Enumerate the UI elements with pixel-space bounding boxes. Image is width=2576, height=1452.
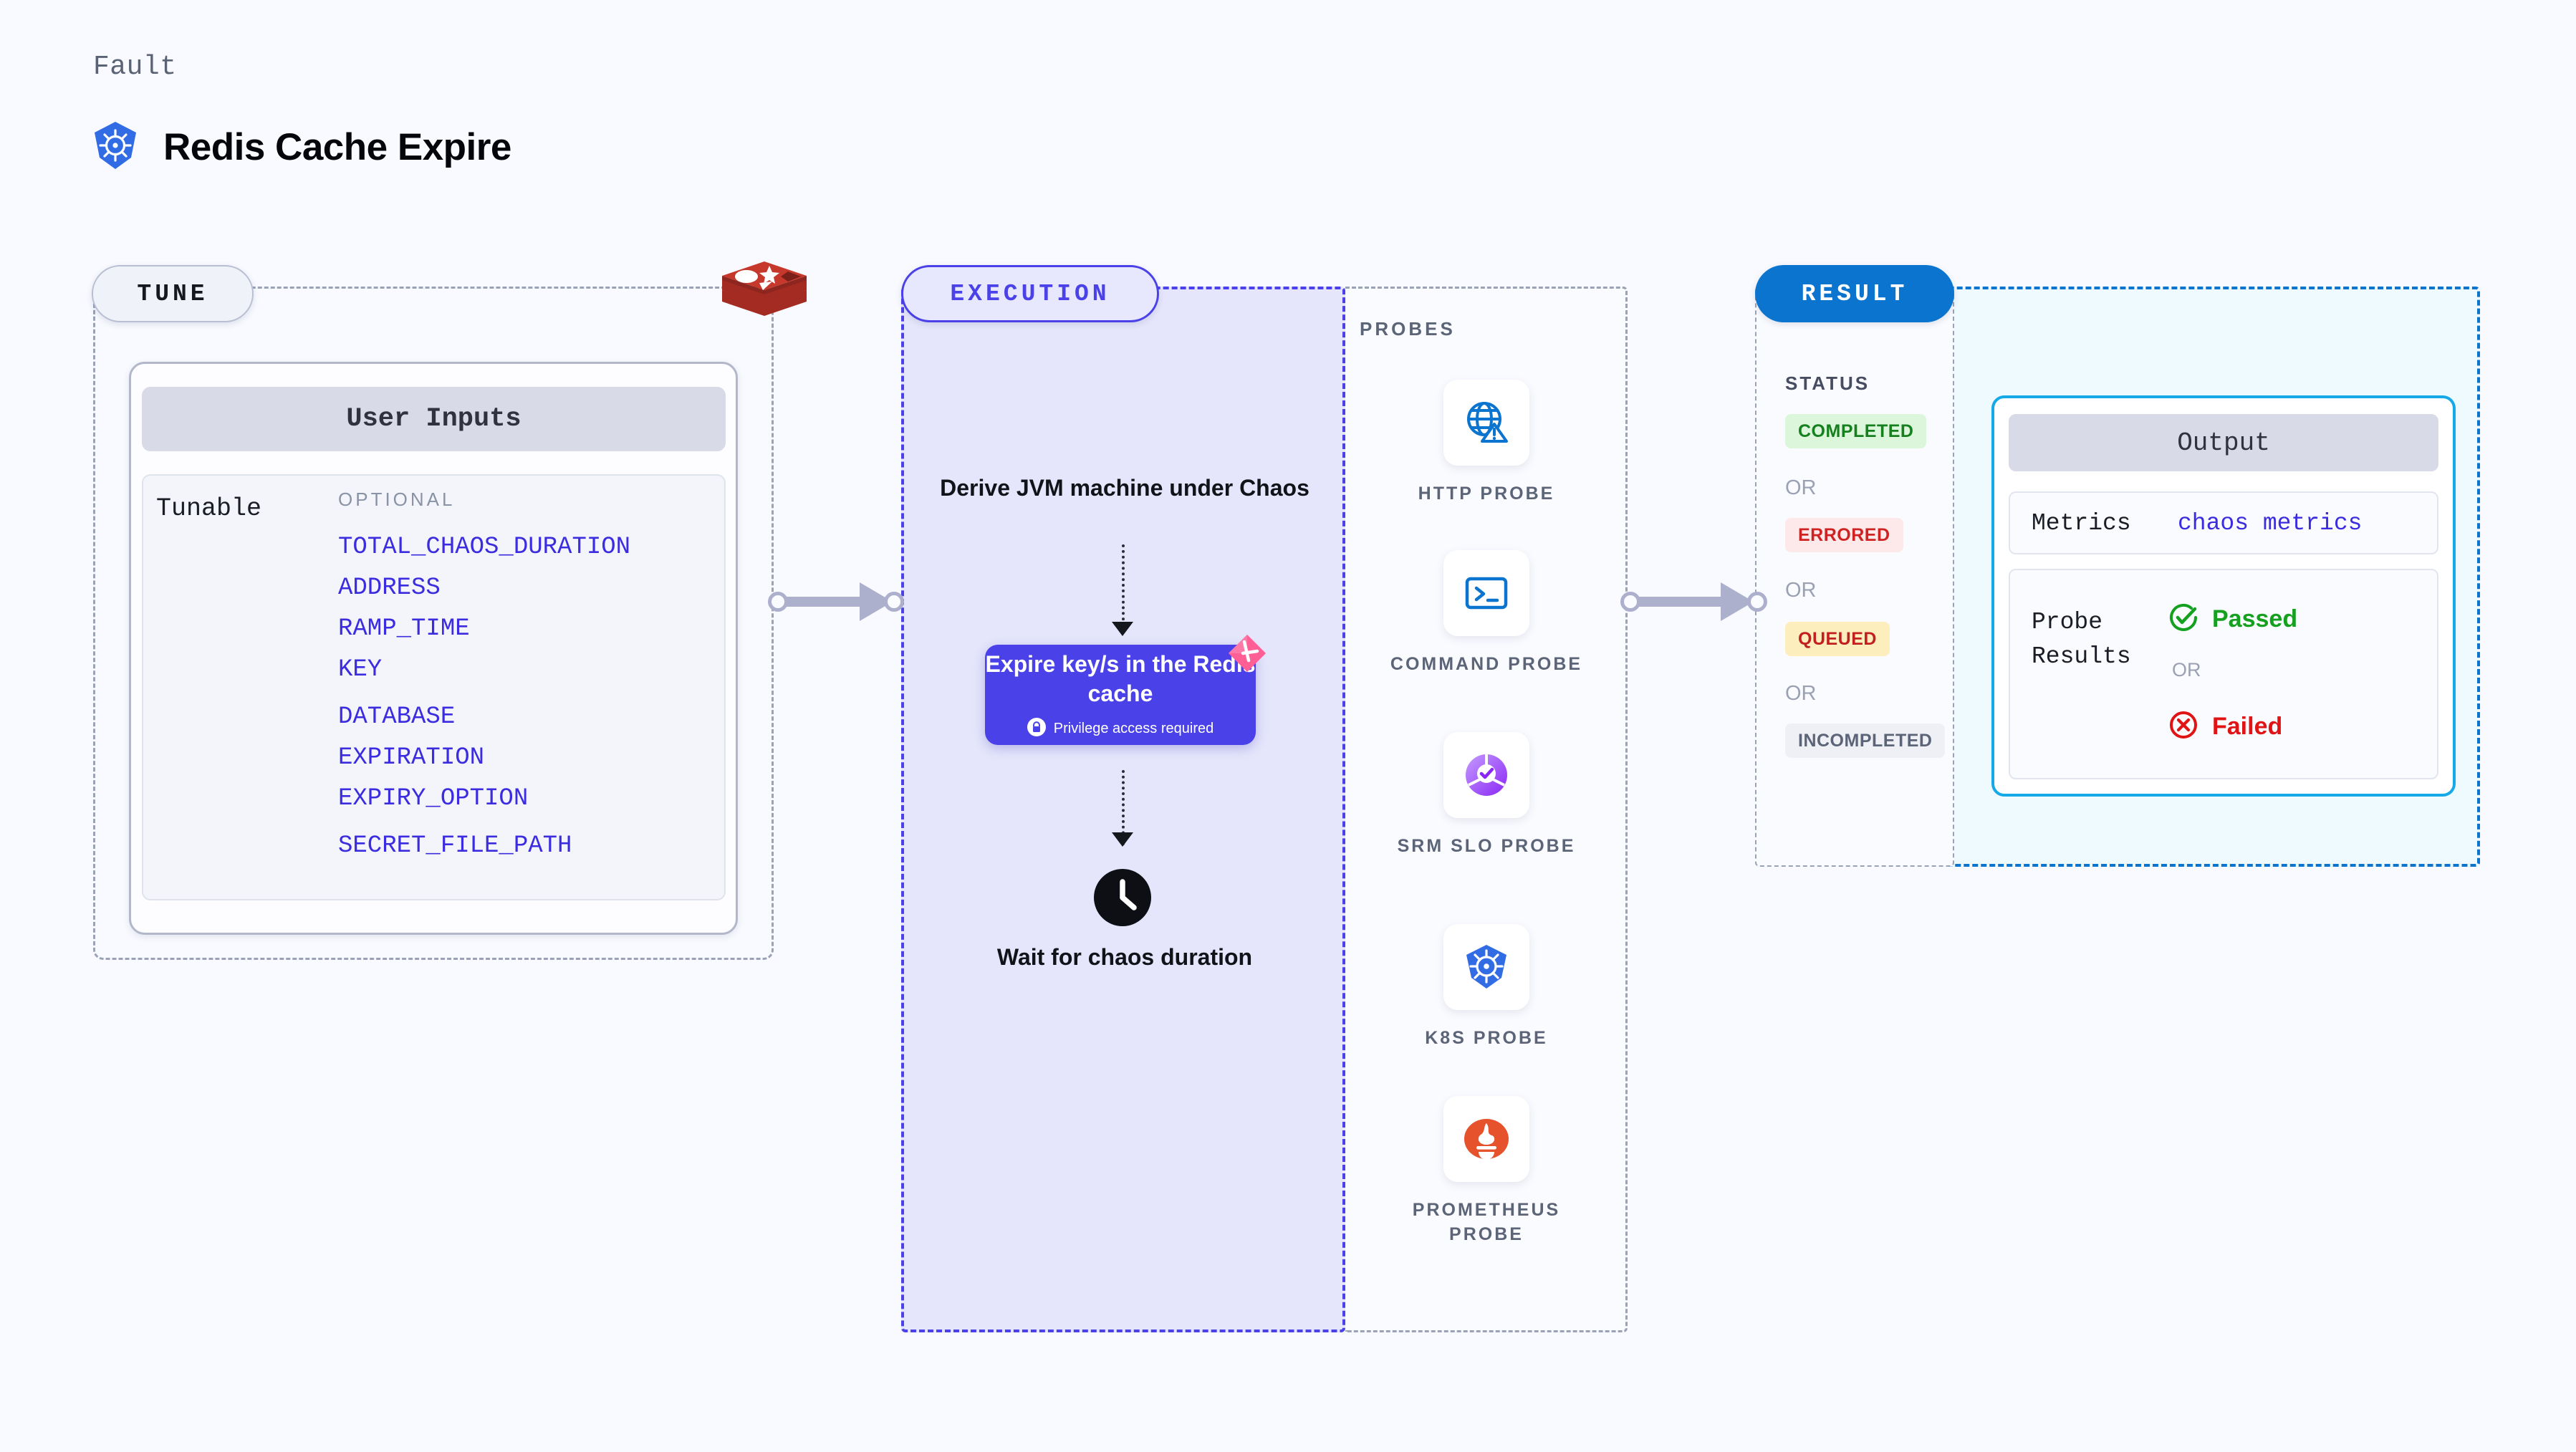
parameter-item[interactable]: ADDRESS — [338, 574, 441, 602]
or-separator: OR — [1785, 579, 1817, 602]
status-badge-errored: ERRORED — [1785, 518, 1903, 552]
privilege-note-text: Privilege access required — [1053, 721, 1214, 736]
kubernetes-icon — [92, 120, 139, 174]
execution-pill: EXECUTION — [901, 265, 1159, 322]
probe-label: COMMAND PROBE — [1390, 654, 1583, 674]
output-title: Output — [2009, 414, 2438, 471]
parameter-item[interactable]: RAMP_TIME — [338, 615, 470, 643]
parameter-item[interactable]: KEY — [338, 656, 383, 683]
parameter-item[interactable]: EXPIRATION — [338, 744, 485, 771]
lock-icon — [1027, 718, 1046, 740]
or-separator: OR — [1785, 682, 1817, 705]
action-title: Expire key/s in the Redis cache — [985, 651, 1256, 706]
flow-line — [1122, 770, 1125, 845]
tunable-label: Tunable — [156, 494, 262, 523]
probe-label: PROMETHEUS PROBE — [1412, 1200, 1561, 1244]
chaos-ribbon-icon — [1223, 632, 1270, 679]
tune-pill: TUNE — [92, 265, 254, 322]
privilege-note: Privilege access required — [1027, 718, 1213, 740]
globe-warning-icon — [1443, 380, 1529, 466]
optional-label: OPTIONAL — [338, 489, 456, 510]
execution-step-derive: Derive JVM machine under Chaos — [940, 475, 1309, 501]
flow-arrowhead — [1112, 622, 1133, 636]
parameter-item[interactable]: TOTAL_CHAOS_DURATION — [338, 534, 631, 561]
tunable-panel — [142, 474, 726, 900]
or-separator: OR — [1785, 476, 1817, 499]
kubernetes-icon — [1443, 924, 1529, 1010]
result-pill: RESULT — [1755, 265, 1954, 322]
status-column — [1755, 287, 1954, 867]
execution-action-card[interactable]: Expire key/s in the Redis cache Privileg… — [985, 645, 1256, 745]
probe-command[interactable]: COMMAND PROBE — [1388, 550, 1585, 676]
passed-label: Passed — [2212, 605, 2298, 633]
connector-dot — [768, 592, 788, 612]
output-probe-results-row — [2009, 569, 2438, 779]
slo-gauge-icon — [1443, 732, 1529, 818]
flow-line — [1122, 544, 1125, 632]
parameter-item[interactable]: EXPIRY_OPTION — [338, 785, 529, 812]
x-circle-icon — [2168, 709, 2199, 744]
page-title: Redis Cache Expire — [163, 126, 511, 168]
or-separator: OR — [2172, 659, 2201, 681]
tune-container — [93, 287, 774, 960]
probe-srm-slo[interactable]: SRM SLO PROBE — [1388, 732, 1585, 858]
execution-step-wait: Wait for chaos duration — [996, 944, 1253, 970]
connector-execution-to-result — [1620, 577, 1767, 627]
metrics-value[interactable]: chaos metrics — [2178, 510, 2363, 537]
page-kicker: Fault — [93, 52, 177, 82]
metrics-key: Metrics — [2032, 510, 2131, 537]
probes-label: PROBES — [1360, 318, 1456, 340]
probe-result-passed: Passed — [2168, 602, 2297, 637]
probe-prometheus[interactable]: PROMETHEUS PROBE — [1388, 1096, 1585, 1246]
probe-k8s[interactable]: K8S PROBE — [1388, 924, 1585, 1050]
clock-icon — [1088, 863, 1157, 932]
terminal-icon — [1443, 550, 1529, 636]
status-badge-incompleted: INCOMPLETED — [1785, 723, 1946, 758]
flow-arrowhead — [1112, 832, 1133, 847]
connector-dot — [1747, 592, 1767, 612]
probe-http[interactable]: HTTP PROBE — [1388, 380, 1585, 506]
probe-label: K8S PROBE — [1425, 1028, 1548, 1048]
page-header: Redis Cache Expire — [92, 120, 511, 174]
probe-label: SRM SLO PROBE — [1397, 836, 1576, 856]
failed-label: Failed — [2212, 713, 2283, 740]
check-circle-icon — [2168, 602, 2199, 637]
probe-result-failed: Failed — [2168, 709, 2282, 744]
output-metrics-row — [2009, 491, 2438, 554]
probe-label: HTTP PROBE — [1418, 484, 1555, 504]
parameter-item[interactable]: SECRET_FILE_PATH — [338, 832, 572, 860]
tunable-parameter-list: TOTAL_CHAOS_DURATION ADDRESS RAMP_TIME K… — [338, 527, 711, 867]
redis-logo — [718, 254, 811, 332]
status-label: STATUS — [1785, 372, 1870, 394]
status-badge-queued: QUEUED — [1785, 622, 1890, 656]
connector-dot — [884, 592, 904, 612]
prometheus-icon — [1443, 1096, 1529, 1182]
user-inputs-title: User Inputs — [142, 387, 726, 451]
parameter-item[interactable]: DATABASE — [338, 703, 456, 731]
status-badge-completed: COMPLETED — [1785, 414, 1927, 448]
connector-dot — [1620, 592, 1640, 612]
connector-tune-to-execution — [768, 577, 904, 627]
